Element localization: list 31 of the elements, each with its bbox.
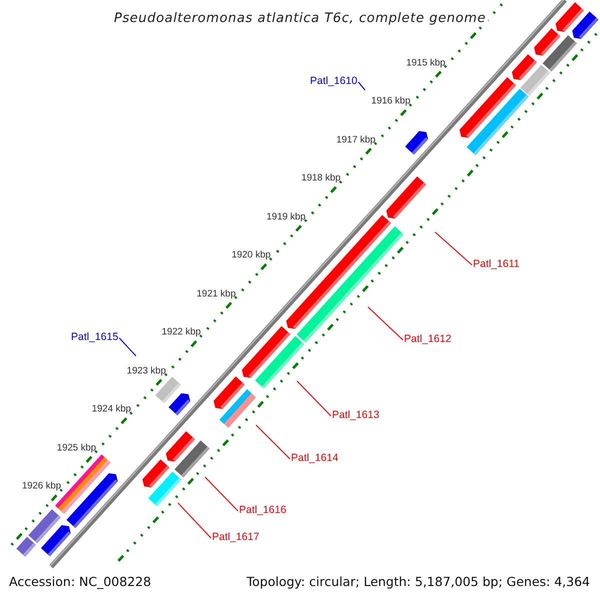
leader-line — [256, 424, 290, 460]
scale-label: 1920 kbp — [232, 250, 271, 261]
leader-line — [178, 502, 212, 538]
leader-line — [118, 338, 136, 356]
scale-label: 1926 kbp — [22, 480, 62, 492]
genome-stats: Topology: circular; Length: 5,187,005 bp; Genes: 4,364 — [246, 574, 590, 590]
scale-label: 1915 kbp — [406, 57, 446, 68]
gene-label: Patl_1614 — [291, 452, 338, 464]
title: Pseudoalteromonas atlantica T6c, complete genome — [112, 11, 488, 26]
leader-line — [204, 476, 238, 512]
gene-label: Patl_1617 — [212, 531, 260, 543]
scale-label: 1922 kbp — [162, 326, 201, 338]
gene-label: Patl_1611 — [473, 258, 520, 270]
scale-label: 1918 kbp — [301, 172, 341, 184]
gene-label: Patl_1615 — [71, 331, 118, 343]
scale-label: 1923 kbp — [126, 365, 166, 376]
gene-label: Patl_1616 — [239, 504, 286, 516]
accession-text: Accession: NC_008228 — [9, 574, 152, 590]
scale-label: 1925 kbp — [56, 442, 96, 454]
leader-line — [296, 380, 332, 416]
leader-line — [358, 82, 366, 90]
scale-label: 1921 kbp — [196, 288, 236, 300]
scale-label: 1916 kbp — [371, 96, 410, 107]
gene-label: Patl_1613 — [332, 409, 380, 421]
scale-label: 1919 kbp — [266, 211, 306, 222]
gene-label: Patl_1612 — [404, 333, 452, 345]
scale-label: 1924 kbp — [92, 404, 131, 415]
leader-line — [368, 306, 404, 340]
gene-label: Patl_1610 — [310, 75, 358, 87]
leader-line — [434, 232, 472, 266]
scale-label: 1917 kbp — [336, 134, 376, 146]
